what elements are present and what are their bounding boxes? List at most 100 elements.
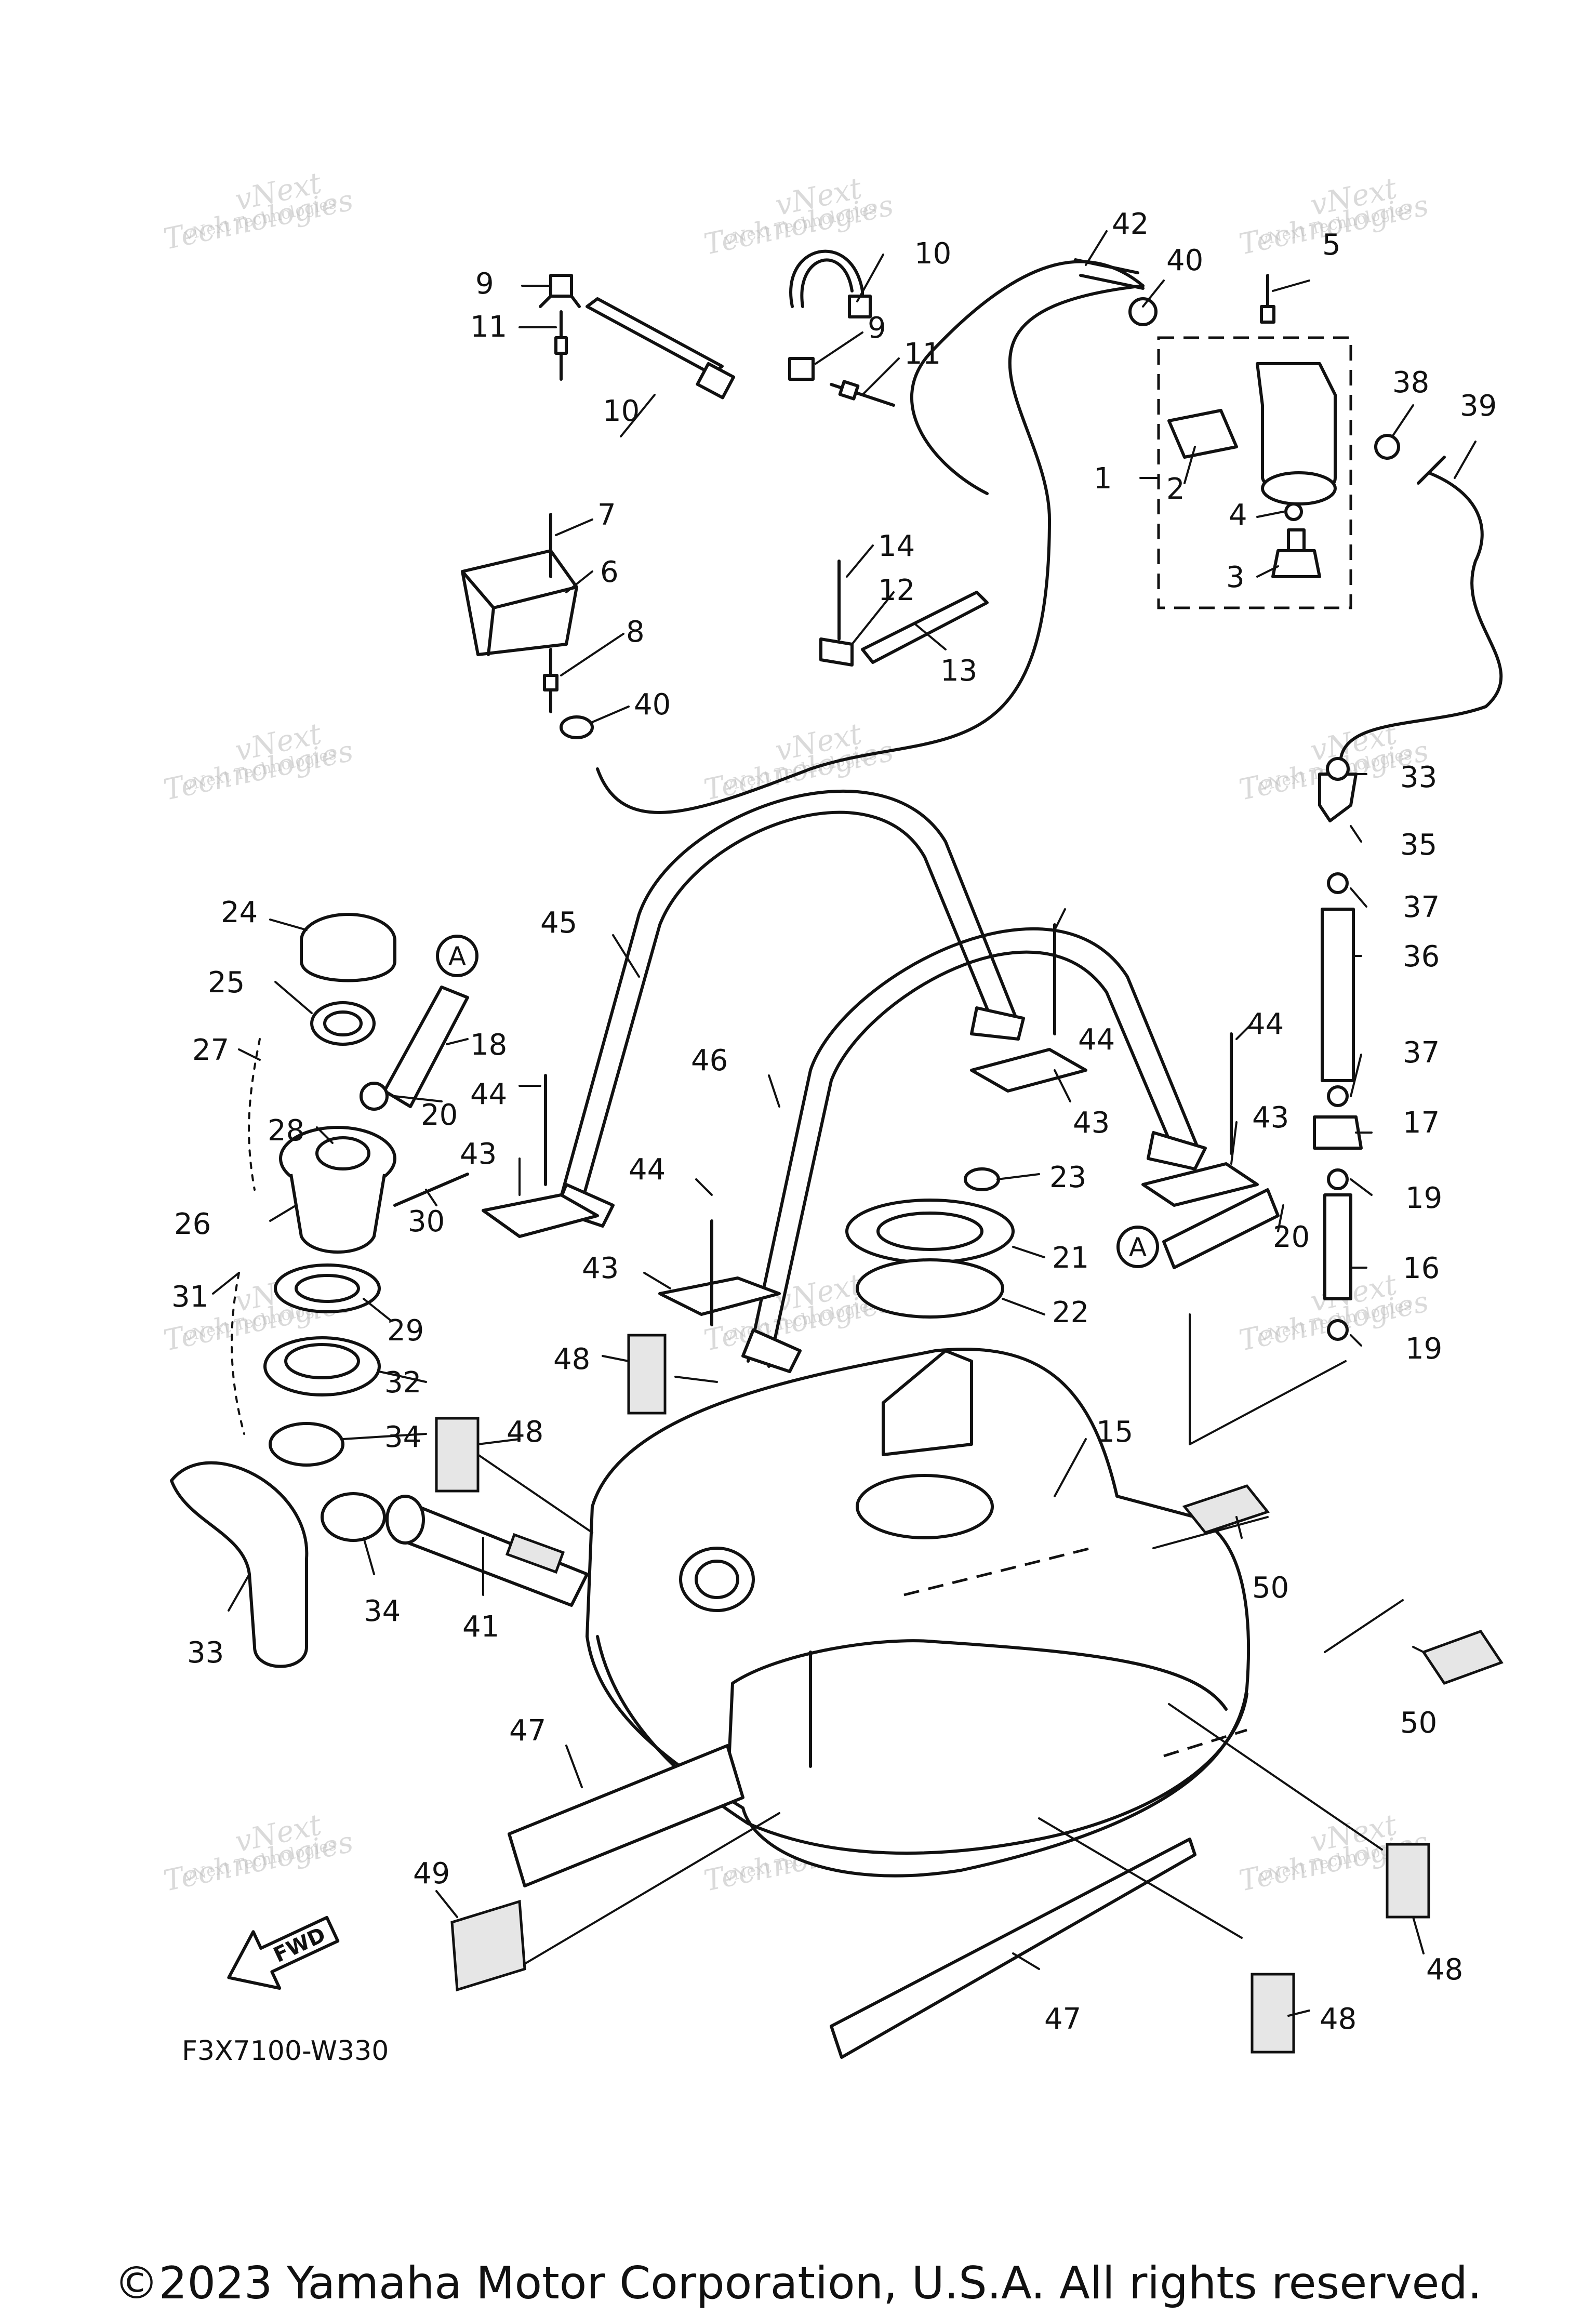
callout-label: 9 — [868, 311, 886, 345]
callout-label: 10 — [603, 394, 640, 428]
clip-9-right — [788, 357, 815, 381]
hose-39 — [1339, 456, 1503, 765]
callout-label: 12 — [878, 574, 915, 607]
svg-text:A: A — [448, 941, 466, 972]
hose-18 — [383, 986, 469, 1108]
filler-neck-26 — [279, 1126, 396, 1254]
callout-label: 44 — [1078, 1023, 1115, 1057]
callout-label: 46 — [691, 1044, 728, 1077]
callout-label: 13 — [940, 654, 977, 688]
pad-48-top-a — [627, 1334, 667, 1415]
callout-label: 40 — [634, 688, 671, 722]
callout-label: 33 — [1400, 761, 1437, 794]
pad-48-bottom-b — [1386, 1843, 1430, 1919]
callout-label: 37 — [1403, 1036, 1440, 1070]
callout-label: 36 — [1403, 940, 1440, 974]
callout-label: 42 — [1112, 207, 1149, 241]
callout-label: 20 — [421, 1098, 458, 1132]
nut-32 — [263, 1336, 381, 1396]
callout-label: 33 — [187, 1636, 224, 1670]
clamp-20-left — [360, 1082, 389, 1111]
rivet-11-right — [830, 380, 895, 407]
chain-27 — [248, 1038, 261, 1191]
callout-label: 17 — [1403, 1106, 1440, 1140]
callout-label: 15 — [1096, 1415, 1133, 1449]
nut-23 — [964, 1167, 1000, 1191]
clamp-40-top — [1128, 297, 1158, 326]
callout-label: 27 — [192, 1033, 229, 1067]
callout-label: 50 — [1252, 1571, 1289, 1605]
clip-12 — [819, 637, 854, 667]
bracket-43-a — [482, 1193, 599, 1238]
cable-tie-10-right — [789, 249, 872, 318]
callout-label: 43 — [1252, 1101, 1289, 1135]
reference-marker-A-right: A — [1116, 1188, 1280, 1269]
callout-label: 16 — [1403, 1252, 1440, 1285]
rivet-8 — [543, 648, 558, 713]
reference-marker-A-left: A — [436, 935, 478, 977]
callout-label: 38 — [1392, 366, 1429, 400]
strap-46 — [741, 927, 1207, 1373]
fuel-line-right — [1313, 757, 1363, 1341]
filler-hose-33 — [170, 1461, 309, 1668]
callout-label: 21 — [1052, 1241, 1089, 1275]
callout-label: 50 — [1400, 1706, 1437, 1740]
callout-label: 14 — [878, 529, 915, 563]
callout-label: 11 — [470, 310, 507, 344]
pipe-41 — [385, 1495, 589, 1607]
callout-label: 11 — [904, 337, 941, 371]
callout-label: 48 — [1426, 1953, 1463, 1987]
callout-label: 49 — [413, 1857, 450, 1891]
callout-label: 2 — [1166, 472, 1185, 506]
fuel-filter-assembly-1 — [1157, 336, 1352, 609]
cable-tie-10-left — [586, 297, 736, 400]
callout-label: 34 — [384, 1420, 421, 1454]
filler-cap-24 — [300, 913, 396, 982]
callout-label: 5 — [1322, 228, 1341, 262]
bracket-43-c — [970, 1048, 1087, 1093]
callout-label: 40 — [1166, 244, 1203, 277]
callout-label: 7 — [597, 498, 616, 532]
callout-label: 1 — [1094, 462, 1112, 496]
svg-text:A: A — [1129, 1232, 1147, 1262]
pad-50-b — [1421, 1629, 1504, 1685]
pad-48-bottom-a — [1251, 1973, 1295, 2054]
cable-tie-13 — [861, 591, 989, 664]
watermark: Technologies vNext vNext Technologies — [161, 166, 356, 257]
callout-label: 18 — [470, 1028, 507, 1062]
hose-42 — [596, 258, 1145, 814]
strap-45 — [554, 789, 1025, 1228]
callout-labels: 9 11 10 10 9 11 42 40 5 38 39 1 2 4 3 7 … — [171, 207, 1497, 2036]
strip-47-bottom — [830, 1838, 1196, 2059]
copyright-notice: ©2023 Yamaha Motor Corporation, U.S.A. A… — [114, 2257, 1482, 2309]
gasket-25 — [310, 1001, 376, 1046]
callout-label: 43 — [1073, 1106, 1110, 1140]
rivet-11-left — [554, 310, 568, 381]
forward-arrow-icon: FWD — [227, 1915, 340, 1990]
retainer-31 — [231, 1272, 245, 1435]
callout-label: 47 — [509, 1714, 546, 1748]
clip-9-left — [539, 274, 581, 308]
callout-label: 37 — [1403, 890, 1440, 924]
clamp-40-mid — [560, 715, 594, 739]
watermark: Technologies vNext vNext Technologies — [161, 1808, 356, 1898]
callout-label: 43 — [460, 1137, 497, 1171]
screw-30 — [393, 1173, 469, 1207]
callout-label: 31 — [171, 1280, 208, 1314]
bracket-43-b — [658, 1276, 781, 1316]
callout-label: 24 — [221, 896, 258, 929]
callout-label: 22 — [1052, 1296, 1089, 1329]
callout-label: 19 — [1405, 1181, 1442, 1215]
pad-48-top-b — [435, 1417, 480, 1493]
diagram-code: F3X7100-W330 — [182, 2035, 389, 2067]
callout-label: 20 — [1273, 1220, 1310, 1254]
callout-label: 34 — [364, 1594, 401, 1628]
callout-label: 29 — [387, 1314, 424, 1348]
callout-label: 44 — [629, 1153, 666, 1187]
watermark: Technologies vNext vNext Technologies — [161, 717, 356, 807]
strip-47-left — [508, 1744, 744, 1887]
watermark: Technologies vNext vNext Technologies — [701, 171, 896, 262]
callout-label: 35 — [1400, 828, 1437, 862]
callout-label: 10 — [914, 237, 951, 271]
